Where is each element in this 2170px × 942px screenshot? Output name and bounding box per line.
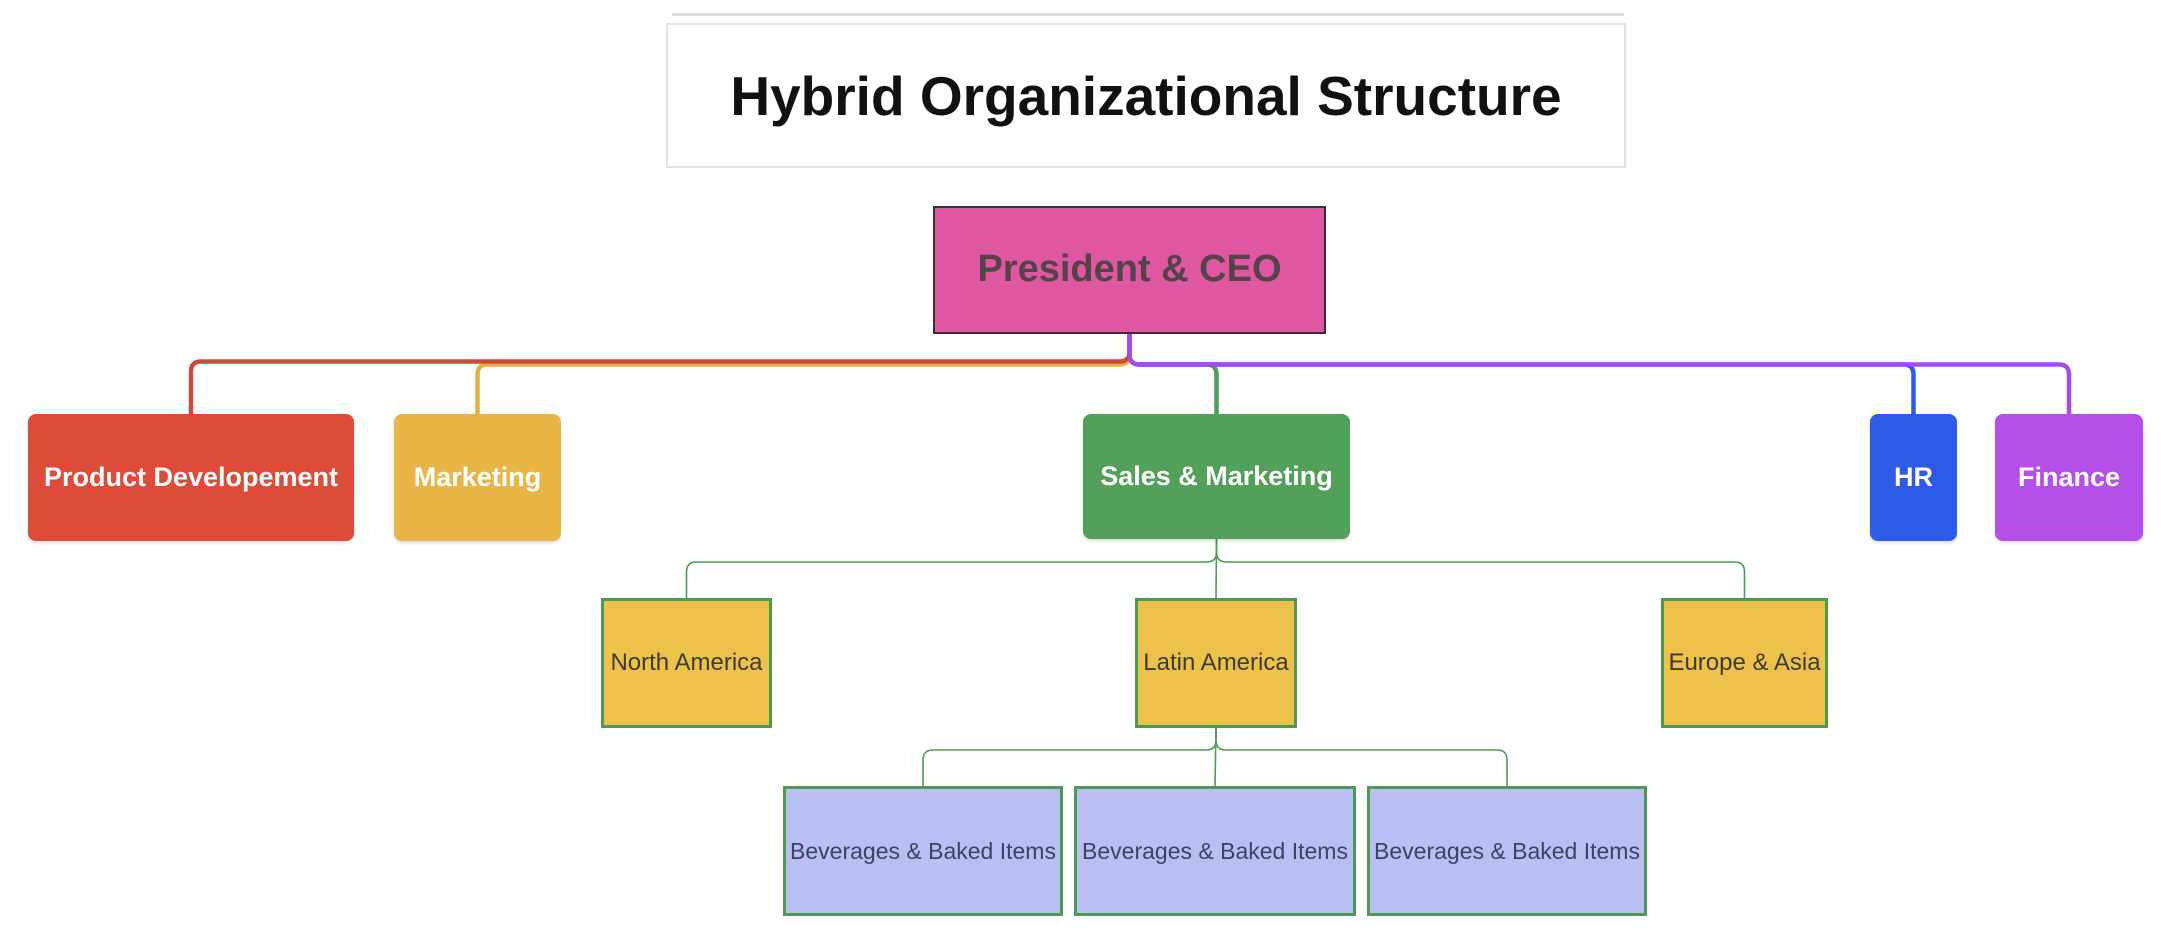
node-label: Latin America [1143,649,1289,677]
node-latin-america: Latin America [1135,598,1297,728]
connector-president-hr [1127,334,1916,414]
node-finance: Finance [1995,414,2143,541]
connector-president-finance [1127,334,2072,414]
connector-president-marketing [475,334,1132,414]
connector-latin-america-beverages-2 [1214,727,1217,787]
connector-president-product-development [188,334,1132,414]
connector-latin-america-beverages-1 [922,728,1217,786]
node-marketing: Marketing [394,414,561,541]
node-beverages-3: Beverages & Baked Items [1367,786,1647,916]
connector-president-sales-marketing [1127,334,1219,414]
node-label: HR [1894,461,1933,492]
node-label: Finance [2017,461,2121,492]
node-label: Marketing [413,461,542,492]
diagram-title: Hybrid Organizational Structure [730,64,1562,127]
node-label: Beverages & Baked Items [790,837,1056,864]
node-label: Beverages & Baked Items [1082,837,1348,864]
connector-sales-marketing-latin-america [1215,538,1218,599]
connector-sales-marketing-north-america [685,539,1218,598]
node-label: President & CEO [977,248,1282,291]
node-beverages-2: Beverages & Baked Items [1074,786,1356,916]
node-label: Product Developement [43,461,339,492]
top-edge-line [672,13,1624,16]
node-label: Sales & Marketing [1100,460,1333,491]
node-label: Europe & Asia [1668,649,1821,677]
node-sales-marketing: Sales & Marketing [1083,414,1350,539]
node-label: North America [610,649,763,677]
node-beverages-1: Beverages & Baked Items [783,786,1063,916]
node-hr: HR [1870,414,1957,541]
connector-latin-america-beverages-3 [1215,728,1508,786]
node-president: President & CEO [933,206,1326,334]
node-europe-asia: Europe & Asia [1661,598,1828,728]
node-product-development: Product Developement [28,414,354,541]
node-north-america: North America [601,598,772,728]
node-label: Beverages & Baked Items [1374,837,1640,864]
diagram-title-card: Hybrid Organizational Structure [666,23,1626,168]
connector-sales-marketing-europe-asia [1215,539,1746,598]
